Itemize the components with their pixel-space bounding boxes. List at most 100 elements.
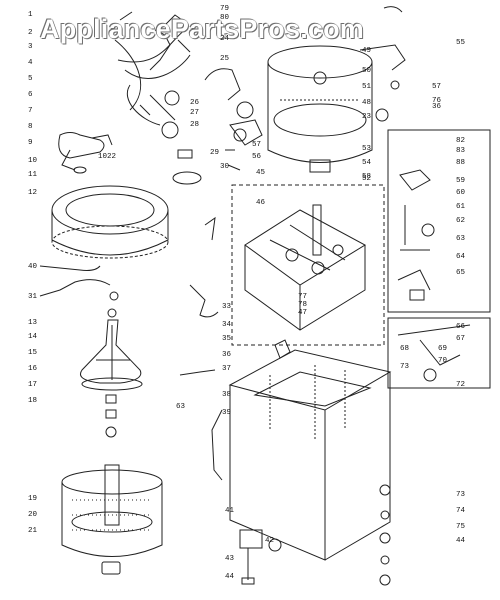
left-callout-12: 12 xyxy=(28,189,38,197)
hose-assembly xyxy=(58,132,113,174)
brackets xyxy=(179,216,291,376)
left-callout-21: 19 xyxy=(28,495,38,503)
agitator xyxy=(80,308,143,391)
left-callout-23: 21 xyxy=(28,527,38,535)
right-callout-11: 36 xyxy=(432,103,442,111)
left-callout-20: 18 xyxy=(28,397,38,405)
right-callout-2: 49 xyxy=(362,47,372,55)
leveling-legs xyxy=(239,529,282,585)
left-callout-8: 8 xyxy=(28,123,33,131)
left-callout-6: 6 xyxy=(28,91,33,99)
right-callout-14: 82 xyxy=(456,137,466,145)
left-callout-15: 13 xyxy=(28,319,38,327)
right-callout-26: 68 xyxy=(400,345,410,353)
washer-cabinet xyxy=(211,349,392,561)
center-callout-12: 1022 xyxy=(98,153,117,161)
right-callout-18: 60 xyxy=(456,189,466,197)
right-callout-8: 54 xyxy=(362,159,372,167)
right-callout-22: 64 xyxy=(456,253,466,261)
right-callout-16: 88 xyxy=(456,159,466,167)
left-callout-1: 1 xyxy=(28,11,33,19)
agitator-fasteners xyxy=(105,394,117,438)
center-callout-19: 34 xyxy=(222,321,232,329)
transmission-plate xyxy=(231,184,385,346)
right-callout-28: 70 xyxy=(438,357,448,365)
right-callout-30: 72 xyxy=(456,381,466,389)
right-callout-25: 67 xyxy=(456,335,466,343)
right-callout-20: 62 xyxy=(456,217,466,225)
right-callout-12: 57 xyxy=(432,83,442,91)
left-callout-16: 14 xyxy=(28,333,38,341)
center-callout-10: 57 xyxy=(252,141,262,149)
center-callout-6: 27 xyxy=(190,109,200,117)
left-callout-17: 15 xyxy=(28,349,38,357)
left-callout-2: 2 xyxy=(28,29,33,37)
right-callout-1: 55 xyxy=(456,39,466,47)
right-callout-31: 73 xyxy=(456,491,466,499)
center-callout-16: 78 xyxy=(298,301,308,309)
left-callout-5: 5 xyxy=(28,75,33,83)
right-callout-5: 48 xyxy=(362,99,372,107)
center-callout-11: 56 xyxy=(252,153,262,161)
center-callout-2: 80 xyxy=(220,14,230,22)
right-callout-6: 23 xyxy=(362,113,372,121)
center-callout-15: 77 xyxy=(298,293,308,301)
right-callout-21: 63 xyxy=(456,235,466,243)
wash-basket xyxy=(61,464,163,575)
watermark: AppliancePartsPros.com xyxy=(40,14,365,44)
right-fasteners xyxy=(359,6,406,586)
center-callout-7: 28 xyxy=(190,121,200,129)
inset-lid-switch-detail xyxy=(387,317,491,389)
left-callout-11: 11 xyxy=(28,171,38,179)
small-hoses xyxy=(39,265,119,301)
center-callout-23: 38 xyxy=(222,391,232,399)
center-callout-25: 63 xyxy=(176,403,186,411)
center-callout-13: 45 xyxy=(256,169,266,177)
center-callout-17: 47 xyxy=(298,309,308,317)
right-callout-10: 52 xyxy=(362,175,372,183)
center-callout-14: 46 xyxy=(256,199,266,207)
right-callout-19: 61 xyxy=(456,203,466,211)
center-callout-24: 39 xyxy=(222,409,232,417)
right-callout-17: 59 xyxy=(456,177,466,185)
center-callout-28: 44 xyxy=(225,573,235,581)
right-callout-7: 53 xyxy=(362,145,372,153)
right-callout-15: 83 xyxy=(456,147,466,155)
outer-tub xyxy=(267,45,373,173)
left-callout-9: 9 xyxy=(28,139,33,147)
pump-parts xyxy=(172,68,263,185)
left-callout-3: 3 xyxy=(28,43,33,51)
right-callout-9: 58 xyxy=(362,173,372,181)
left-callout-14: 31 xyxy=(28,293,38,301)
inset-switch-detail xyxy=(387,129,491,313)
center-callout-5: 26 xyxy=(190,99,200,107)
right-callout-27: 69 xyxy=(438,345,448,353)
center-callout-18: 33 xyxy=(222,303,232,311)
right-callout-3: 50 xyxy=(362,67,372,75)
center-callout-20: 35 xyxy=(222,335,232,343)
right-callout-33: 75 xyxy=(456,523,466,531)
right-callout-32: 74 xyxy=(456,507,466,515)
left-callout-4: 4 xyxy=(28,59,33,67)
center-callout-4: 25 xyxy=(220,55,230,63)
center-callout-26: 41 xyxy=(225,507,235,515)
center-callout-8: 29 xyxy=(210,149,220,157)
right-callout-24: 66 xyxy=(456,323,466,331)
right-callout-4: 51 xyxy=(362,83,372,91)
right-callout-13: 76 xyxy=(432,97,442,105)
left-callout-22: 20 xyxy=(28,511,38,519)
left-callout-18: 16 xyxy=(28,365,38,373)
tub-ring xyxy=(51,185,169,259)
wire-harness xyxy=(114,11,191,139)
left-callout-7: 7 xyxy=(28,107,33,115)
right-callout-34: 44 xyxy=(456,537,466,545)
left-callout-13: 40 xyxy=(28,263,38,271)
right-callout-23: 65 xyxy=(456,269,466,277)
center-callout-21: 36 xyxy=(222,351,232,359)
center-callout-27: 43 xyxy=(225,555,235,563)
center-callout-22: 37 xyxy=(222,365,232,373)
center-callout-9: 30 xyxy=(220,163,230,171)
right-callout-29: 73 xyxy=(400,363,410,371)
